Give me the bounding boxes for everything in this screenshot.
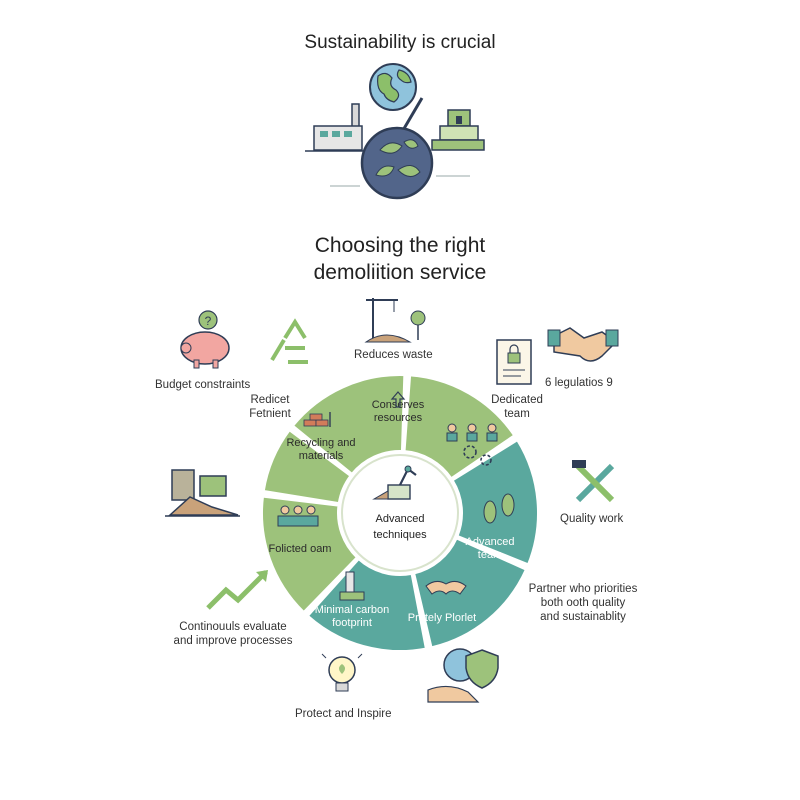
piggy-bank-icon: ? — [180, 310, 230, 369]
label-reduces-waste: Reduces waste — [354, 349, 433, 361]
label-redicet-line-1: Redicet — [250, 394, 290, 406]
label-redicet-line-2: Fetnient — [249, 408, 291, 420]
wheel-segments — [261, 374, 539, 652]
document-lock-icon — [496, 339, 532, 385]
segment-conserves-line-2: resources — [374, 412, 423, 424]
segment-advanced-team-line-1: Advanced — [466, 536, 515, 548]
crane-tree-icon — [364, 298, 426, 343]
segment-minimal-carbon-line-1: Minimal carbon — [315, 604, 390, 616]
segment-dedicated-team — [403, 374, 516, 480]
team-gears-icon — [446, 423, 498, 466]
workers-icon — [277, 505, 319, 527]
factory-icon — [305, 103, 370, 152]
globe-icon — [369, 63, 417, 111]
sustainability-illustration — [305, 63, 485, 200]
svg-text:?: ? — [205, 314, 212, 328]
demolition-site-icon — [165, 469, 240, 517]
page-title: Sustainability is crucial — [304, 32, 496, 53]
label-redicet: Redicet Fetnient — [240, 393, 300, 421]
label-continuous-line-1: Continouuls evaluate — [179, 621, 287, 633]
label-dedicated-line-2: team — [504, 408, 530, 420]
segment-minimal-carbon-line-2: footprint — [332, 617, 372, 629]
segment-conserves — [291, 374, 406, 476]
label-partner-line-2: both ooth quality — [540, 597, 626, 609]
segment-folicted-line-1: Folicted oam — [269, 543, 332, 555]
recycle-icon — [270, 318, 308, 364]
segment-recycling-line-1: Recycling and — [286, 437, 355, 449]
section-heading: Choosing the right demoliition service — [0, 232, 800, 286]
heading-line-1: Choosing the right — [314, 234, 486, 257]
wheel-center-line-1: Advanced — [376, 513, 425, 525]
segment-prately-line-1: Prately Plorlet — [408, 612, 476, 624]
wheel-center — [341, 454, 459, 572]
segment-advanced-team — [451, 438, 539, 566]
label-regulations: 6 legulatios 9 — [545, 377, 613, 389]
chimney-icon — [339, 571, 365, 601]
bricks-icon — [303, 412, 331, 427]
segment-minimal-carbon — [306, 557, 428, 652]
globe-shield-icon — [427, 648, 499, 703]
tools-icon — [572, 460, 615, 503]
label-partner-line-1: Partner who priorities — [528, 583, 638, 595]
wrecking-ball-icon — [360, 97, 434, 200]
label-quality-work: Quality work — [560, 513, 624, 525]
label-dedicated-team: Dedicated team — [487, 393, 547, 421]
label-dedicated-line-1: Dedicated — [491, 394, 543, 406]
segment-recycling — [262, 428, 352, 505]
wheel-center-line-2: techniques — [373, 529, 427, 541]
handshake-icon — [547, 327, 619, 362]
robot-arm-icon — [372, 465, 417, 500]
segment-recycling-line-2: materials — [299, 450, 344, 462]
segment-prately — [412, 537, 528, 649]
label-partner: Partner who priorities both ooth quality… — [518, 582, 648, 624]
label-protect-inspire: Protect and Inspire — [295, 708, 392, 720]
segment-advanced-team-line-2: team — [478, 549, 502, 561]
footprints-icon — [483, 493, 515, 524]
up-arrow-icon — [390, 391, 406, 408]
heading-line-2: demoliition service — [313, 261, 487, 284]
label-continuous-line-2: and improve processes — [173, 635, 293, 647]
segment-conserves-line-1: Conserves — [372, 399, 425, 411]
label-partner-line-3: and sustainablity — [540, 611, 626, 623]
growth-arrow-icon — [206, 570, 268, 610]
building-icon — [431, 109, 485, 151]
lightbulb-icon — [321, 653, 363, 692]
label-continuous: Continouuls evaluate and improve process… — [168, 620, 298, 648]
handshake-small-icon — [425, 580, 467, 595]
label-budget-constraints: Budget constraints — [155, 379, 251, 391]
